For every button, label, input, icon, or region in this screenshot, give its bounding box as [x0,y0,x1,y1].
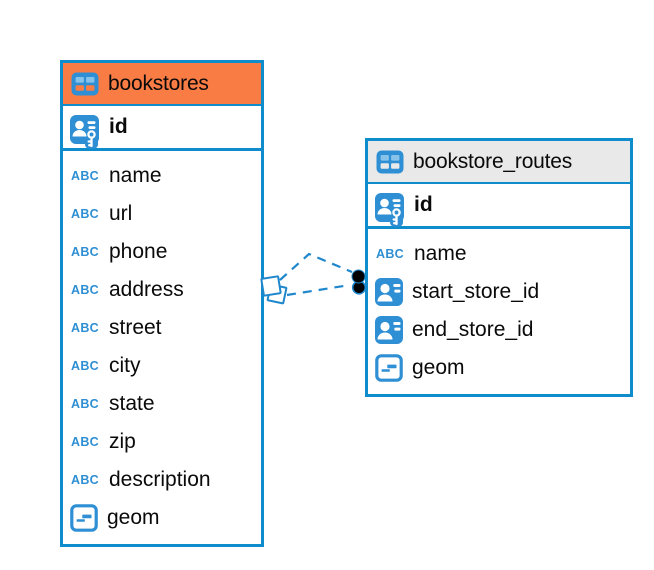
column-label: name [414,242,467,265]
column-label: end_store_id [412,318,534,341]
text-type-icon: ABC [71,207,99,221]
column-row-url[interactable]: ABC url [63,195,261,233]
column-row-id[interactable]: id [368,184,630,229]
column-row-geom[interactable]: geom [63,499,261,537]
column-label: state [109,392,155,415]
column-label: geom [412,356,465,379]
column-row-end-store-id[interactable]: end_store_id [368,311,630,349]
column-row-name[interactable]: ABC name [63,157,261,195]
column-row-geom[interactable]: geom [368,349,630,387]
column-row-state[interactable]: ABC state [63,385,261,423]
text-type-icon: ABC [71,435,99,449]
text-type-icon: ABC [71,397,99,411]
column-label: name [109,164,162,187]
column-row-zip[interactable]: ABC zip [63,423,261,461]
column-label: city [109,354,141,377]
column-label: url [109,202,133,225]
table-header-bookstores[interactable]: bookstores [63,63,261,106]
column-label: id [109,115,128,138]
table-title: bookstore_routes [413,149,573,173]
text-type-icon: ABC [71,473,99,487]
text-type-icon: ABC [71,245,99,259]
relation-line-1[interactable] [279,252,353,281]
column-row-name[interactable]: ABC name [368,235,630,273]
text-type-icon: ABC [71,169,99,183]
table-bookstores: bookstores id ABC name ABC url ABC phone… [60,60,264,547]
table-header-bookstore-routes[interactable]: bookstore_routes [368,141,630,184]
column-row-city[interactable]: ABC city [63,347,261,385]
column-label: address [109,278,184,301]
text-type-icon: ABC [71,359,99,373]
column-label: id [414,193,433,216]
relation-source-marker[interactable] [260,275,288,305]
column-row-address[interactable]: ABC address [63,271,261,309]
relation-line-2[interactable] [286,283,351,297]
column-row-phone[interactable]: ABC phone [63,233,261,271]
column-label: zip [109,430,136,453]
text-type-icon: ABC [71,321,99,335]
column-label: description [109,468,211,491]
text-type-icon: ABC [71,283,99,297]
table-bookstore-routes: bookstore_routes id ABC name start_store… [365,138,633,397]
column-row-id[interactable]: id [63,106,261,151]
column-row-start-store-id[interactable]: start_store_id [368,273,630,311]
table-title: bookstores [108,71,209,95]
column-list: ABC name ABC url ABC phone ABC address A… [63,151,261,544]
column-label: geom [107,506,160,529]
column-list: ABC name start_store_id end_store_id geo… [368,229,630,394]
column-row-street[interactable]: ABC street [63,309,261,347]
column-row-description[interactable]: ABC description [63,461,261,499]
relation-target-marker[interactable] [351,269,367,295]
column-label: phone [109,240,168,263]
column-label: street [109,316,162,339]
text-type-icon: ABC [376,247,404,261]
column-label: start_store_id [412,280,540,303]
